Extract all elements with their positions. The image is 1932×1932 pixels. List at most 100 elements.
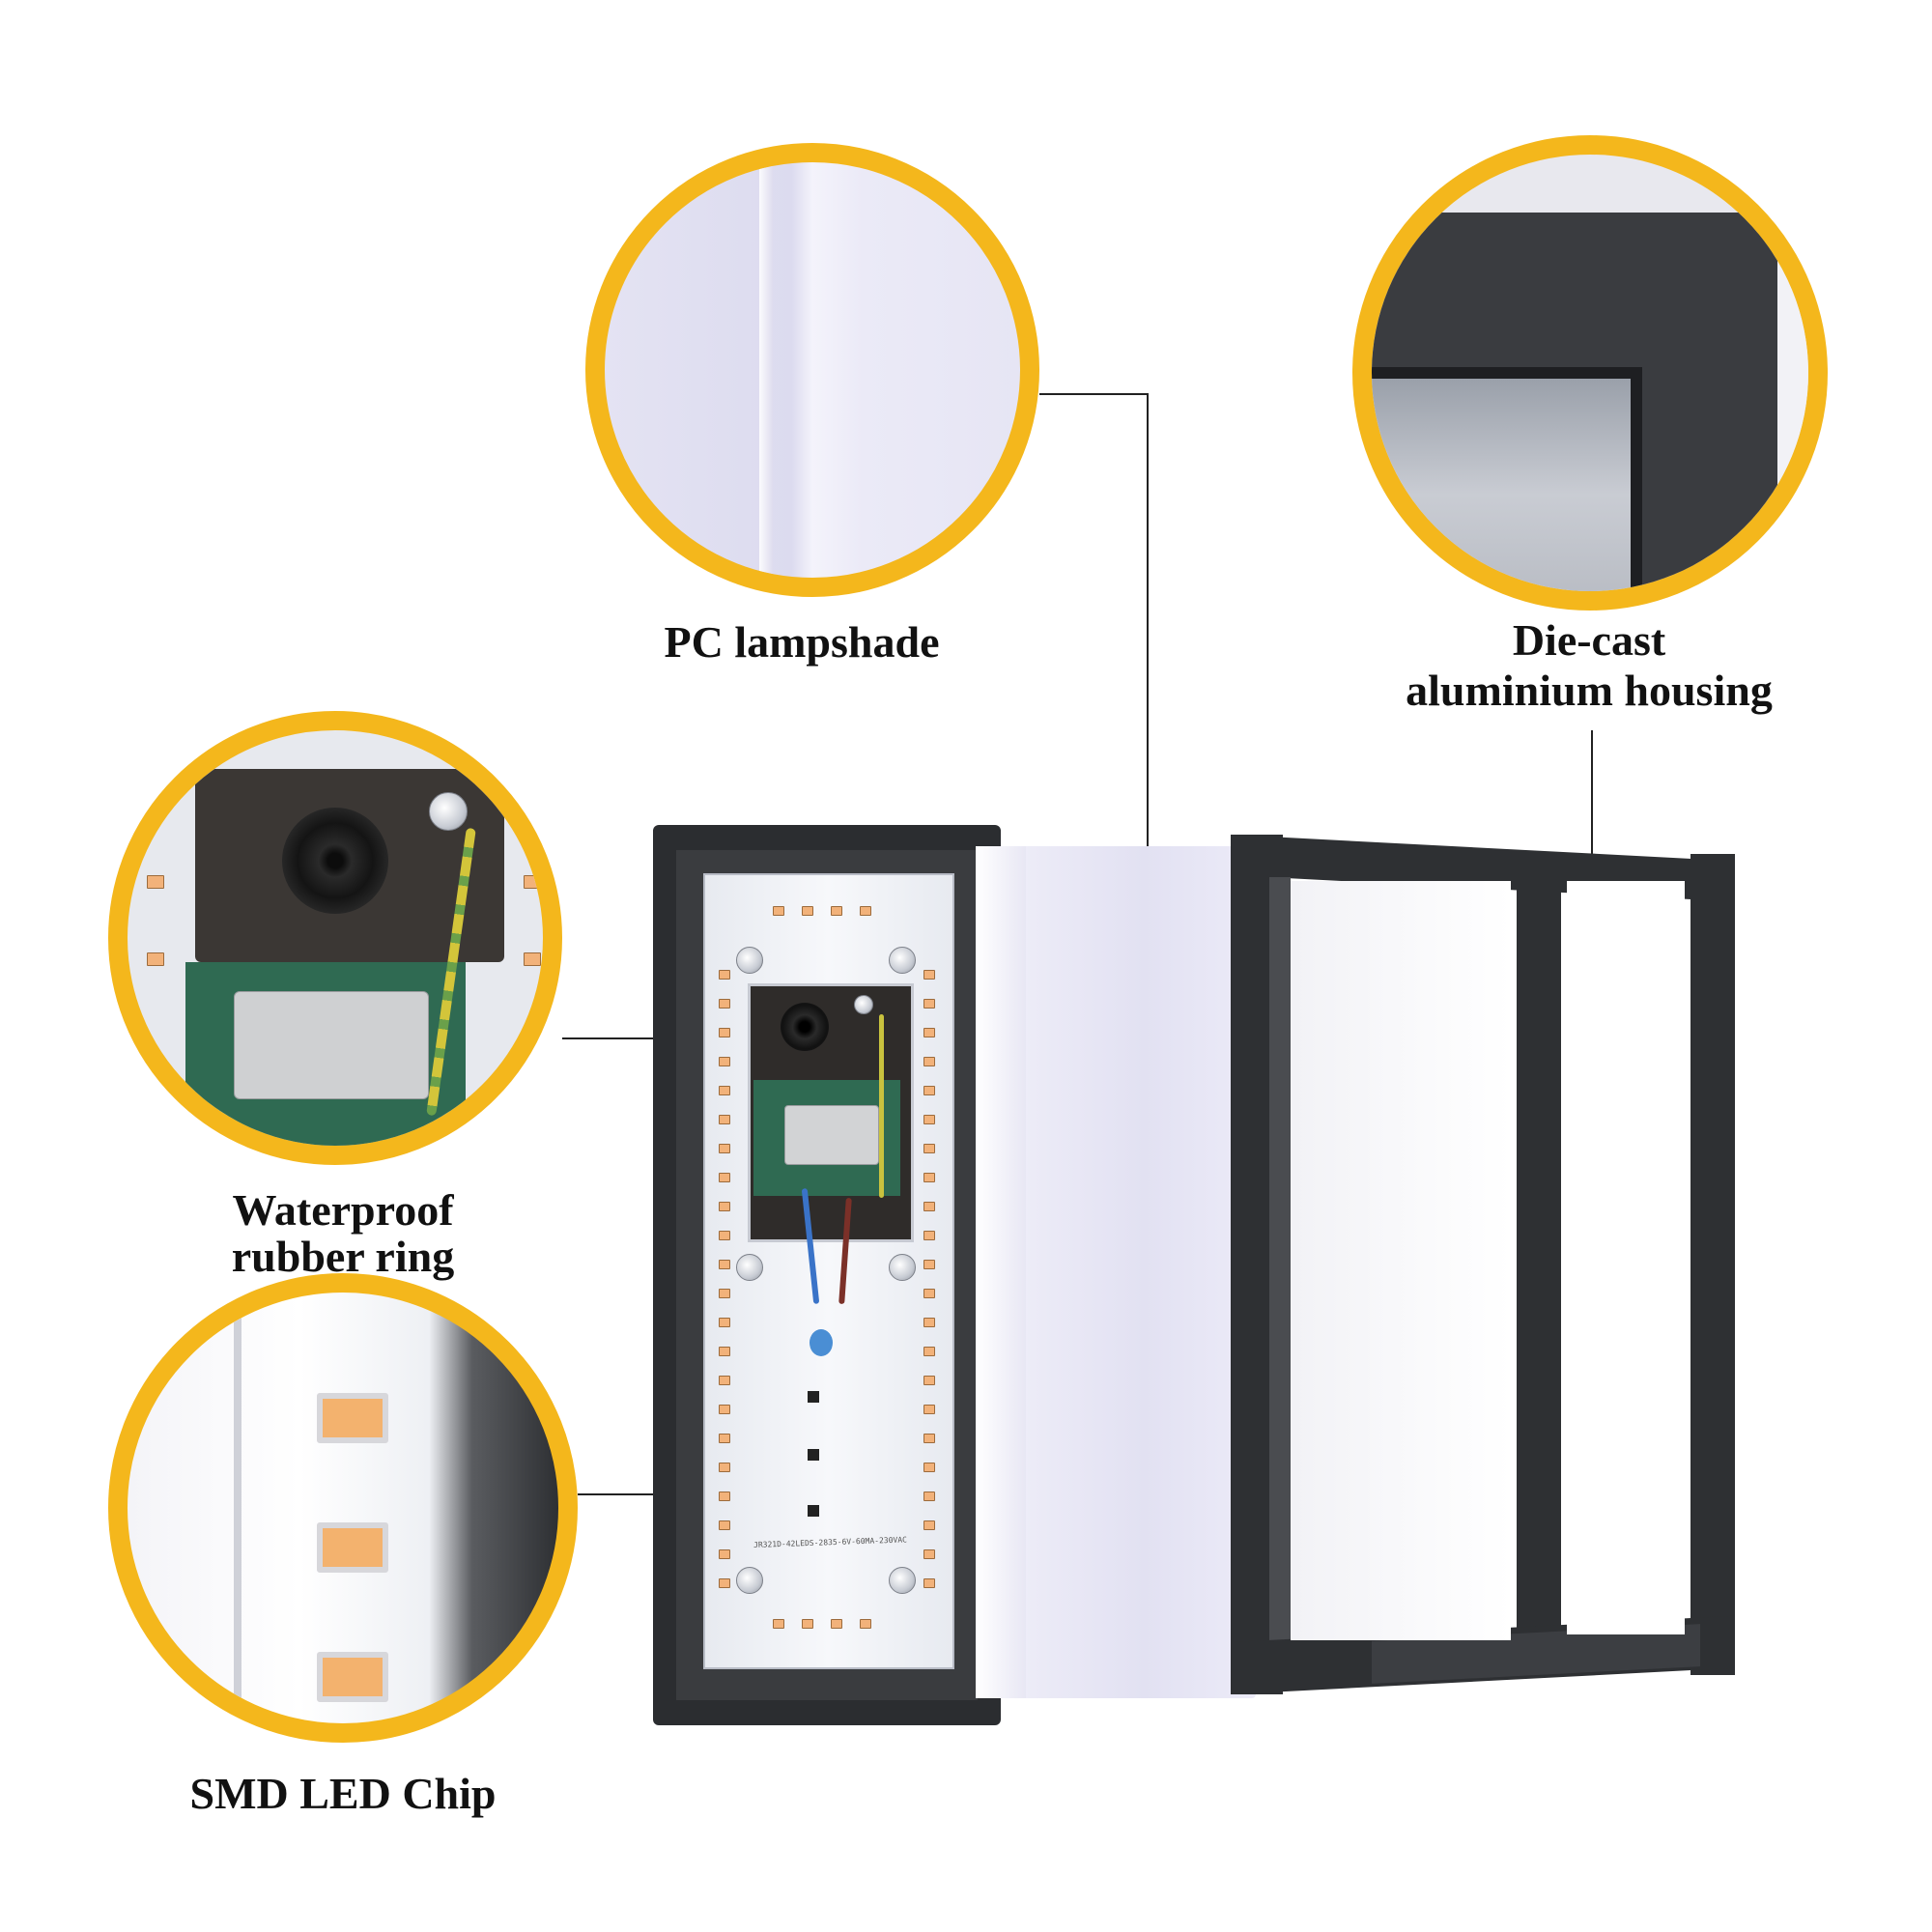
rubber-zoom-terminal-block (234, 991, 429, 1099)
pc-lampshade-leader-h (1039, 393, 1148, 395)
pcb-screw (736, 947, 763, 974)
pcb-led (923, 999, 935, 1009)
junction-ground-screw (854, 995, 873, 1014)
pcb-led (923, 1260, 935, 1269)
driver-ic-1 (808, 1391, 819, 1403)
pcb-led (719, 1520, 730, 1530)
rubber-ring-label-line2: rubber ring (231, 1232, 455, 1281)
pcb-led (719, 999, 730, 1009)
pcb-led (719, 1492, 730, 1501)
smd-led-chip-1 (317, 1393, 388, 1443)
pcb-screw (889, 947, 916, 974)
housing-inner-post (1269, 877, 1291, 1650)
pcb-led (923, 1578, 935, 1588)
pcb-led (923, 1520, 935, 1530)
housing-zoom-inner-edge-v (1631, 367, 1642, 591)
pcb-led (923, 1549, 935, 1559)
rubber-zoom-led (524, 875, 541, 889)
pcb-led (719, 1463, 730, 1472)
pcb-led (923, 1231, 935, 1240)
smd-led-zoom-circle (108, 1273, 578, 1743)
pcb-screw (889, 1567, 916, 1594)
led-top (802, 906, 813, 916)
housing-right-post (1690, 854, 1735, 1675)
housing-zoom-frame-side (1642, 213, 1777, 591)
lampshade-edge-highlight (759, 162, 773, 578)
pcb-led (923, 1028, 935, 1037)
rubber-zoom-led (524, 952, 541, 966)
driver-ic-2 (808, 1449, 819, 1461)
pcb-led (923, 970, 935, 980)
housing-window-left (1291, 881, 1511, 1640)
pcb-screw (736, 1567, 763, 1594)
junction-terminal-block (784, 1105, 879, 1165)
pcb-led (719, 1086, 730, 1095)
pcb-led (719, 1347, 730, 1356)
led-bottom (802, 1619, 813, 1629)
rubber-zoom-ground-screw (429, 792, 468, 831)
junction-earth-wire (879, 1014, 884, 1198)
pcb-led (719, 1173, 730, 1182)
smd-led-chip-2 (317, 1522, 388, 1573)
rubber-ring-grommet (282, 808, 388, 914)
smd-led-chip-3 (317, 1652, 388, 1702)
driver-capacitor (810, 1329, 833, 1356)
pc-lampshade-diffuser-edge (976, 846, 1026, 1698)
pcb-led (719, 1405, 730, 1414)
rubber-zoom-led (147, 875, 164, 889)
led-top (773, 906, 784, 916)
led-top (860, 906, 871, 916)
pcb-led (719, 1115, 730, 1124)
pcb-led (719, 1318, 730, 1327)
smd-led-chip-label: SMD LED Chip (189, 1769, 497, 1818)
pcb-led (923, 1144, 935, 1153)
pcb-led (923, 1289, 935, 1298)
pcb-led (719, 1549, 730, 1559)
pcb-led (719, 1202, 730, 1211)
pcb-led (719, 1028, 730, 1037)
pcb-led (719, 1144, 730, 1153)
pcb-led (923, 1376, 935, 1385)
led-bottom (860, 1619, 871, 1629)
rubber-ring-label-line1: Waterproof (232, 1185, 454, 1235)
smd-led-leader (578, 1493, 709, 1495)
pcb-led (923, 1318, 935, 1327)
pcb-led (719, 1057, 730, 1066)
pcb-led (719, 1231, 730, 1240)
pcb-led (719, 1376, 730, 1385)
pc-lampshade-zoom-circle (585, 143, 1039, 597)
housing-zoom-inner-glass (1372, 379, 1631, 591)
led-bottom (773, 1619, 784, 1629)
smd-zoom-divider (234, 1293, 242, 1723)
pcb-led (923, 1492, 935, 1501)
housing-zoom-circle (1352, 135, 1828, 611)
housing-leader (1591, 730, 1593, 860)
pcb-led (719, 1434, 730, 1443)
pcb-led (923, 1173, 935, 1182)
housing-label-line2: aluminium housing (1406, 666, 1773, 715)
pcb-led (923, 1347, 935, 1356)
pcb-led (923, 1086, 935, 1095)
pcb-led (923, 1405, 935, 1414)
housing-window-right (1567, 881, 1685, 1634)
pcb-led (719, 1289, 730, 1298)
rubber-ring-zoom-circle (108, 711, 562, 1165)
housing-zoom-inner-edge (1372, 367, 1642, 379)
pcb-led (923, 1115, 935, 1124)
pcb-led (923, 1434, 935, 1443)
pcb-led (923, 1463, 935, 1472)
led-bottom (831, 1619, 842, 1629)
junction-grommet (781, 1003, 829, 1051)
led-top (831, 906, 842, 916)
pcb-led (923, 1202, 935, 1211)
driver-ic-3 (808, 1505, 819, 1517)
housing-zoom-right-bg (1777, 213, 1808, 591)
pcb-led (719, 970, 730, 980)
pcb-led (923, 1057, 935, 1066)
pcb-led (719, 1260, 730, 1269)
housing-mid-post (1517, 869, 1561, 1652)
pc-lampshade-label: PC lampshade (664, 617, 940, 667)
housing-label-line1: Die-cast (1512, 615, 1666, 665)
pc-lampshade-leader-v (1147, 393, 1149, 953)
pcb-led (719, 1578, 730, 1588)
